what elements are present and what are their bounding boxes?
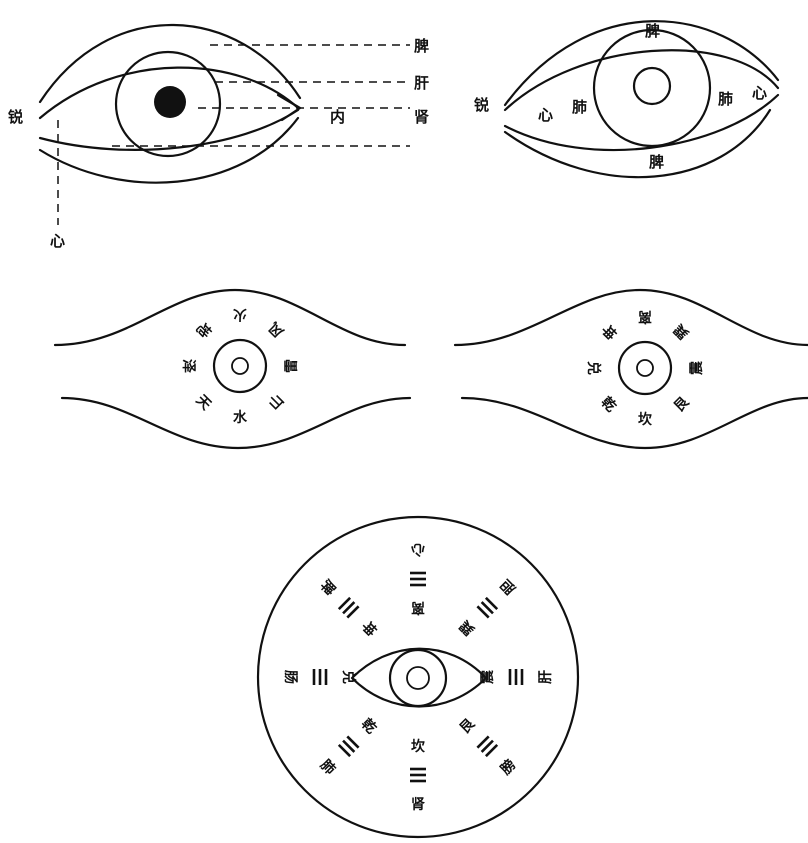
d3-outer-ring bbox=[214, 340, 266, 392]
d4-label-7: 坤 bbox=[598, 321, 620, 343]
d3-label-1: 风 bbox=[266, 319, 287, 340]
d5-inner-label-0: 离 bbox=[411, 599, 425, 616]
d1-label-sharp: 锐 bbox=[8, 108, 23, 126]
d3-label-6: 泽 bbox=[180, 359, 196, 373]
d2-label-left-lung: 肺 bbox=[572, 98, 587, 116]
d5-trigram-1 bbox=[477, 598, 497, 618]
d3-label-5: 天 bbox=[193, 392, 215, 414]
d5-inner-label-6: 兑 bbox=[340, 670, 357, 684]
d5-inner-label-4: 坎 bbox=[411, 738, 426, 755]
d5-inner-label-3: 艮 bbox=[457, 715, 479, 737]
d5-outer-label-1: 胆 bbox=[498, 576, 519, 597]
d5-outer-label-3: 膀 bbox=[496, 756, 519, 779]
d5-trigram-3 bbox=[477, 736, 497, 756]
d4-label-2: 震 bbox=[689, 360, 705, 376]
d5-trigram-7 bbox=[339, 598, 359, 618]
d2-label-sharp: 锐 bbox=[474, 96, 489, 114]
d3-label-0: 火 bbox=[232, 306, 247, 322]
d5-trigram-6 bbox=[314, 669, 326, 685]
d5-outer-label-4: 肾 bbox=[411, 797, 425, 813]
d4-upper-curve bbox=[455, 290, 808, 345]
d5-eye-shape bbox=[352, 649, 486, 707]
d5-outer-label-0: 心 bbox=[411, 541, 425, 557]
d2-iris bbox=[594, 30, 710, 146]
d1-pupil bbox=[154, 86, 186, 118]
d5-inner-label-5: 乾 bbox=[358, 715, 380, 737]
d5-outer-label-2: 肝 bbox=[538, 670, 554, 684]
d5-pupil-ring bbox=[407, 667, 429, 689]
d4-label-4: 坎 bbox=[638, 411, 653, 428]
d5-trigram-2 bbox=[510, 669, 522, 685]
d4-label-3: 艮 bbox=[671, 393, 693, 415]
d5-outer-label-5: 肺 bbox=[317, 757, 338, 778]
d5-trigram-4 bbox=[410, 769, 426, 781]
diagram-1-eye: 锐 心 脾 肝 肾 内 bbox=[8, 25, 429, 250]
d1-label-heart: 心 bbox=[50, 232, 65, 250]
d2-label-right-lung: 肺 bbox=[718, 90, 733, 108]
d3-label-3: 山 bbox=[266, 392, 287, 413]
d3-label-2: 雷 bbox=[283, 359, 300, 373]
d3-label-4: 水 bbox=[233, 409, 248, 426]
d4-label-6: 兑 bbox=[585, 361, 602, 375]
d1-label-liver: 肝 bbox=[414, 74, 429, 92]
d4-label-0: 离 bbox=[638, 308, 652, 325]
d5-trigram-5 bbox=[339, 736, 359, 756]
d3-label-7: 地 bbox=[193, 319, 215, 341]
d5-inner-label-2: 震 bbox=[480, 669, 496, 685]
d4-outer-ring bbox=[619, 342, 671, 394]
d4-label-5: 乾 bbox=[598, 393, 620, 415]
d2-label-right-heart: 心 bbox=[752, 84, 767, 102]
d5-outer-label-7: 脾 bbox=[317, 576, 339, 598]
d2-label-bottom-spleen: 脾 bbox=[649, 153, 664, 171]
d3-upper-curve bbox=[55, 290, 405, 345]
d1-label-spleen: 脾 bbox=[414, 37, 429, 55]
d1-label-kidney: 肾 bbox=[414, 108, 429, 126]
d5-inner-label-1: 巽 bbox=[457, 617, 478, 638]
d2-brow-curve bbox=[505, 21, 778, 105]
d5-iris bbox=[390, 650, 446, 706]
d4-label-1: 巽 bbox=[671, 321, 692, 342]
d2-label-left-heart: 心 bbox=[538, 106, 553, 124]
diagram-2-eye: 锐 脾 脾 心 肺 肺 心 bbox=[474, 21, 778, 177]
d5-outer-label-6: 肠 bbox=[282, 670, 298, 684]
d4-inner-ring bbox=[637, 360, 653, 376]
d5-inner-label-7: 坤 bbox=[358, 617, 380, 639]
d5-trigram-0 bbox=[410, 573, 426, 585]
d5-outer-circle bbox=[258, 517, 578, 837]
d3-inner-ring bbox=[232, 358, 248, 374]
d1-cheek-curve bbox=[40, 118, 298, 183]
d2-pupil-ring bbox=[634, 68, 670, 104]
d2-label-top-spleen: 脾 bbox=[645, 22, 660, 40]
d1-label-inner: 内 bbox=[330, 108, 345, 126]
d4-lower-curve bbox=[462, 398, 808, 448]
